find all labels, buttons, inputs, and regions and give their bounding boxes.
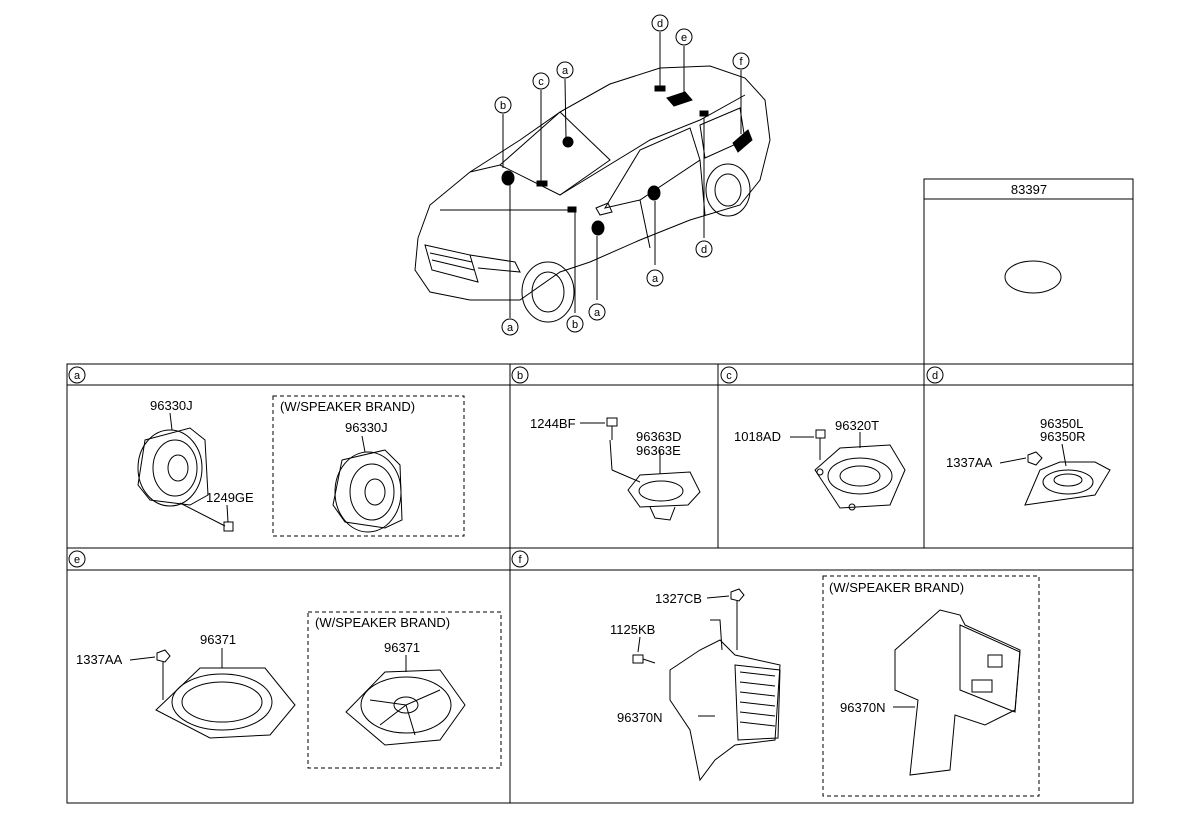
part-label-96330J-brand: 96330J	[345, 420, 388, 435]
kit-box	[923, 178, 1134, 365]
part-label-96320T: 96320T	[835, 418, 879, 433]
part-label-96371-brand: 96371	[384, 640, 420, 655]
speaker-96371-brand-drawing	[345, 655, 466, 746]
part-label-96350L: 96350L	[1040, 416, 1083, 431]
callout-letter: f	[739, 56, 743, 68]
section-letter-b: b	[517, 370, 523, 382]
nut-1337AA-drawing-e	[129, 649, 171, 700]
section-letter-d: d	[932, 370, 938, 382]
bolt-1244BF-drawing	[606, 417, 618, 471]
section-letter-e: e	[74, 554, 80, 566]
callout-letter: d	[701, 244, 707, 256]
section-letter-c: c	[726, 370, 732, 382]
speaker-location-markers	[501, 85, 753, 236]
part-label-1244BF: 1244BF	[530, 416, 576, 431]
brand-note-a: (W/SPEAKER BRAND)	[280, 399, 415, 414]
part-label-96330J: 96330J	[150, 398, 193, 413]
section-letters: a b c d e f	[74, 370, 938, 566]
speaker-96350-drawing	[1024, 443, 1111, 506]
nut-1337AA-drawing-d	[999, 451, 1043, 466]
bolt-1018AD-drawing	[790, 429, 826, 460]
screw-1249GE-drawing	[179, 502, 234, 532]
callout-letter: a	[507, 322, 514, 334]
part-labels: 96330J 1249GE (W/SPEAKER BRAND) 96330J 1…	[76, 398, 1086, 725]
callout-letter: d	[657, 18, 663, 30]
part-label-1337AA-e: 1337AA	[76, 652, 123, 667]
part-label-1018AD: 1018AD	[734, 429, 781, 444]
bolt-1125KB-drawing	[632, 636, 656, 664]
part-label-96350R: 96350R	[1040, 429, 1086, 444]
parts-grid	[66, 363, 1134, 804]
speaker-96371-drawing	[155, 648, 296, 739]
kit-part-number: 83397	[1011, 182, 1047, 197]
tweeter-96363-drawing	[611, 450, 701, 521]
part-label-1337AA-d: 1337AA	[946, 455, 993, 470]
part-label-96370N: 96370N	[617, 710, 663, 725]
part-label-1125KB: 1125KB	[610, 622, 655, 637]
amplifier-96370N-drawing	[669, 619, 781, 782]
callout-letter: c	[538, 76, 544, 88]
speaker-96330J-brand-drawing	[332, 449, 403, 533]
kit-ellipse-icon	[1004, 260, 1062, 294]
amplifier-96370N-brand-drawing	[893, 609, 1021, 776]
part-label-1249GE: 1249GE	[206, 490, 254, 505]
callout-letter: a	[594, 307, 601, 319]
callout-letter: a	[652, 273, 659, 285]
brand-dashed-box-e	[307, 611, 502, 769]
part-label-96370N-brand: 96370N	[840, 700, 886, 715]
part-label-96363D: 96363D	[636, 429, 682, 444]
part-label-1327CB: 1327CB	[655, 591, 702, 606]
part-label-96363E: 96363E	[636, 443, 681, 458]
brand-dashed-box-f	[822, 575, 1040, 797]
nut-1327CB-drawing	[706, 588, 745, 650]
section-letter-circles	[68, 366, 944, 568]
overview-callout-letters: d e f a c b a b a d a	[500, 18, 744, 334]
callout-leaders	[502, 32, 742, 318]
callout-circles	[494, 14, 750, 336]
section-letter-a: a	[74, 370, 81, 382]
part-label-96371: 96371	[200, 632, 236, 647]
car-overview-illustration	[414, 65, 771, 323]
brand-note-e: (W/SPEAKER BRAND)	[315, 615, 450, 630]
callout-letter: e	[681, 32, 687, 44]
speaker-96330J-drawing	[137, 427, 209, 507]
callout-letter: a	[562, 65, 569, 77]
brand-dashed-box-a	[272, 395, 465, 537]
callout-letter: b	[500, 100, 506, 112]
callout-letter: b	[572, 319, 578, 331]
speaker-96320T-drawing	[814, 432, 906, 511]
brand-note-f: (W/SPEAKER BRAND)	[829, 580, 964, 595]
section-letter-f: f	[518, 554, 522, 566]
